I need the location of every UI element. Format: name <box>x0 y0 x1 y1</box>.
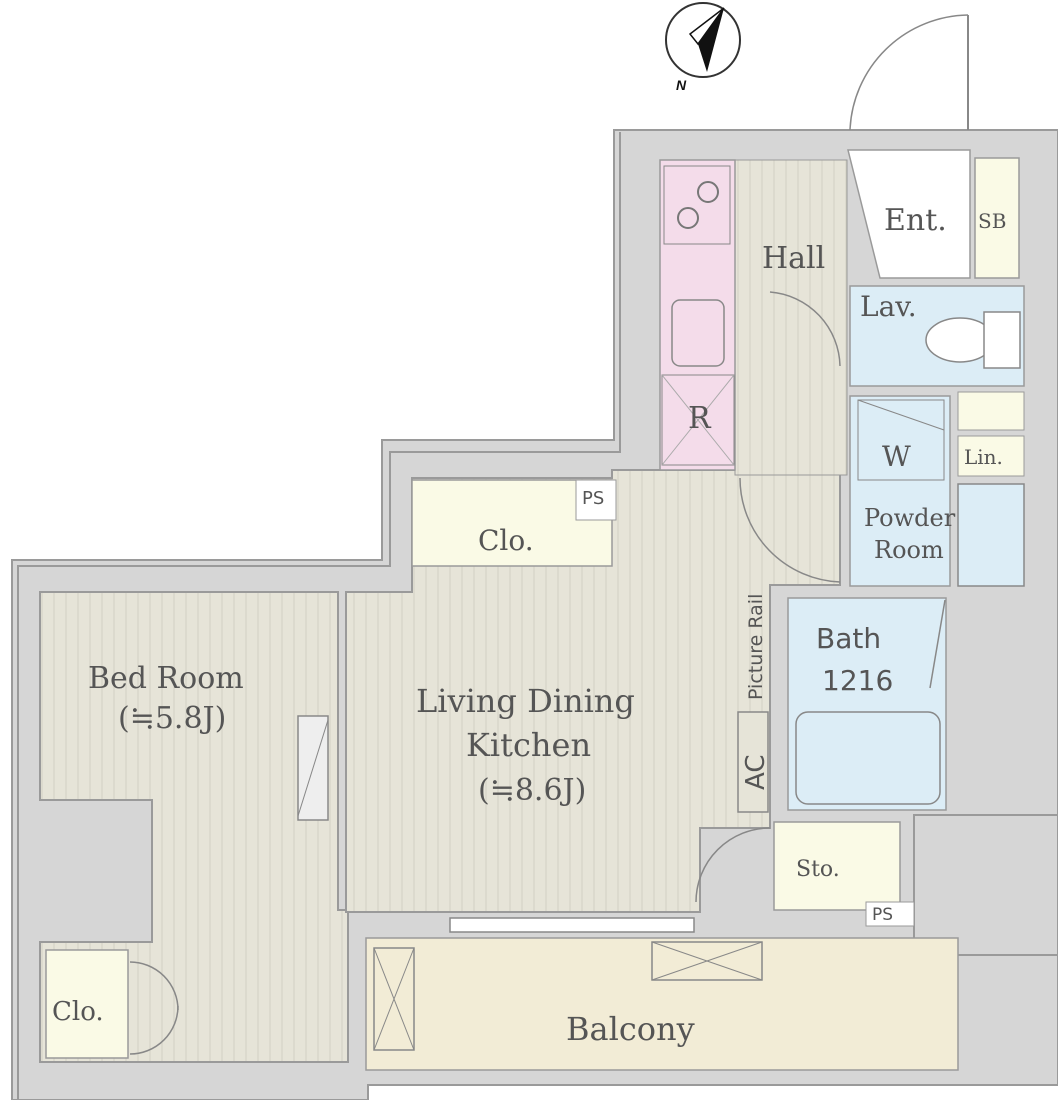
bedroom-label-2: (≒5.8J) <box>118 701 226 736</box>
storage-label: Sto. <box>796 857 840 882</box>
bath-label-2: 1216 <box>822 664 893 697</box>
balcony-area <box>365 937 1058 1086</box>
north-arrow-icon: N <box>665 2 741 93</box>
shoe-box-label: SB <box>978 209 1006 233</box>
ldk-label-3: (≒8.6J) <box>478 773 586 808</box>
pipe-space-top-label: PS <box>582 488 604 509</box>
refrigerator-label: R <box>688 401 712 436</box>
washer-label: W <box>882 440 911 473</box>
bedroom-area <box>39 591 349 1063</box>
lavatory-label: Lav. <box>860 290 917 323</box>
kitchen-counter <box>659 159 736 471</box>
ldk-label-1: Living Dining <box>416 682 635 720</box>
closet-bedroom-area <box>45 949 179 1059</box>
linen-label: Lin. <box>964 445 1003 469</box>
picture-rail-label: Picture Rail <box>745 594 767 700</box>
burner-icon <box>697 181 719 203</box>
entrance-label: Ent. <box>884 203 947 238</box>
balcony-label: Balcony <box>566 1010 695 1048</box>
bedroom-label-1: Bed Room <box>88 661 244 696</box>
ac-unit <box>737 711 769 813</box>
bathtub-icon <box>795 711 941 805</box>
bath-area <box>787 597 947 811</box>
burner-icon <box>677 207 699 229</box>
pipe-space-bottom-label: PS <box>872 905 893 925</box>
closet-top-label: Clo. <box>478 524 534 557</box>
sink-icon <box>671 299 725 367</box>
powder-room-label-1: Powder <box>864 504 956 532</box>
hall-area <box>734 159 848 476</box>
powder-room-area <box>739 395 1025 587</box>
bath-label-1: Bath <box>816 622 881 655</box>
powder-room-label-2: Room <box>874 536 944 564</box>
ldk-label-2: Kitchen <box>466 726 591 764</box>
lavatory-area <box>769 285 1025 431</box>
storage-area <box>695 821 915 927</box>
entrance-area <box>847 14 1020 279</box>
closet-bedroom-label: Clo. <box>52 997 104 1027</box>
ac-label: AC <box>741 755 771 790</box>
hall-label: Hall <box>762 241 825 276</box>
closet-top-area <box>411 479 617 567</box>
window-frame <box>449 917 695 933</box>
north-label: N <box>676 77 687 93</box>
